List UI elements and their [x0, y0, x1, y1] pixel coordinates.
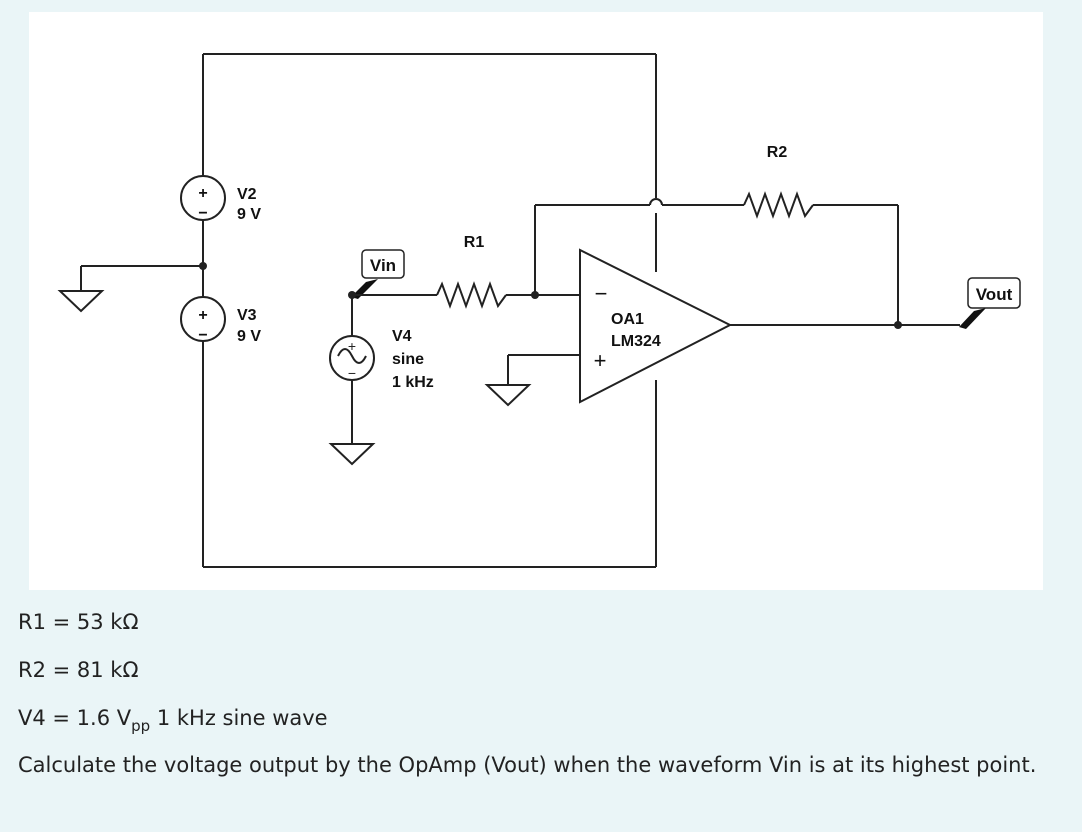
v4-label: V4	[392, 328, 412, 345]
opamp-oa1: − +	[579, 248, 733, 404]
v4-type: sine	[392, 351, 424, 368]
feedback-wires	[534, 191, 899, 325]
v2-label: V2	[237, 186, 257, 203]
r1-value-line: R1 = 53 kΩ	[18, 610, 139, 634]
v2-value: 9 V	[237, 206, 261, 223]
v2-source: + −	[180, 175, 226, 222]
v4-freq: 1 kHz	[392, 374, 434, 391]
v2-minus: −	[198, 205, 207, 222]
v3-label: V3	[237, 307, 257, 324]
r2-value-line: R2 = 81 kΩ	[18, 658, 139, 682]
opamp-model: LM324	[611, 333, 661, 350]
v4-source: + −	[328, 295, 376, 466]
v3-source: + −	[180, 296, 226, 344]
problem-statement: R1 = 53 kΩ R2 = 81 kΩ V4 = 1.6 Vpp 1 kHz…	[18, 604, 1068, 782]
vin-probe: Vin	[351, 249, 405, 299]
v3-plus: +	[198, 307, 207, 324]
v3-minus: −	[198, 327, 207, 344]
vout-probe: Vout	[959, 277, 1021, 329]
v4-minus: −	[348, 365, 356, 381]
v2-plus: +	[198, 185, 207, 202]
ground-opamp	[484, 354, 580, 407]
opamp-plus: +	[594, 348, 607, 373]
vout-probe-label: Vout	[976, 285, 1013, 304]
v3-value: 9 V	[237, 328, 261, 345]
supply-wires	[202, 53, 657, 568]
vin-probe-label: Vin	[370, 256, 396, 275]
opamp-minus: −	[595, 281, 608, 306]
junction-dot	[894, 321, 902, 329]
circuit-schematic: + − V2 9 V + − V3 9 V + − V4 sine 1 kHz …	[29, 12, 1043, 590]
junction-dot	[199, 262, 207, 270]
v4-value-line: V4 = 1.6 Vpp 1 kHz sine wave	[18, 706, 328, 735]
question-text: Calculate the voltage output by the OpAm…	[18, 753, 1037, 777]
schematic-background	[29, 12, 1043, 590]
junction-dot	[531, 291, 539, 299]
r2-label: R2	[767, 144, 788, 161]
v4-plus: +	[348, 338, 356, 354]
r1-label: R1	[464, 234, 485, 251]
r1-resistor	[352, 281, 535, 309]
ground-left	[57, 265, 203, 313]
opamp-name: OA1	[611, 311, 644, 328]
